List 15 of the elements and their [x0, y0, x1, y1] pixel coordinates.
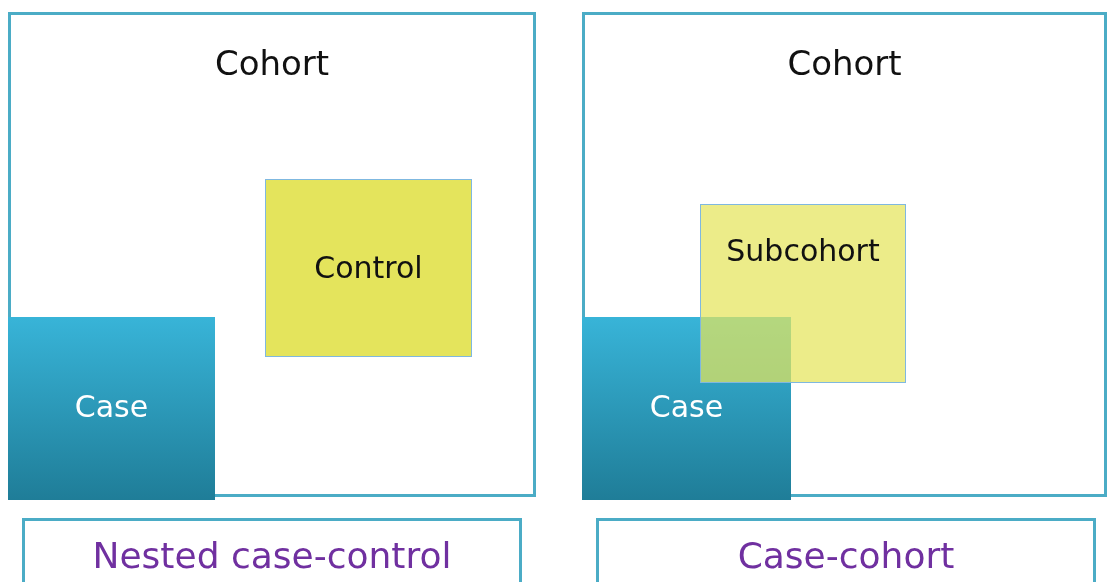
- control-box: [265, 179, 472, 357]
- box-label: Subcohort: [726, 233, 880, 268]
- cohort-box: [582, 12, 1107, 497]
- box-label: Nested case-control: [92, 535, 452, 576]
- box-label: Cohort: [787, 43, 902, 83]
- box-label: Control: [314, 250, 423, 285]
- design-label-box: [596, 518, 1096, 582]
- cohort-box: [8, 12, 536, 497]
- subcohort-box: [700, 204, 906, 383]
- box-label: Case: [649, 389, 724, 424]
- design-label-box: [22, 518, 522, 582]
- box-label: Case: [74, 389, 149, 424]
- box-label: Case-cohort: [737, 535, 955, 576]
- box-label: Cohort: [214, 43, 330, 83]
- case-box: [8, 317, 215, 500]
